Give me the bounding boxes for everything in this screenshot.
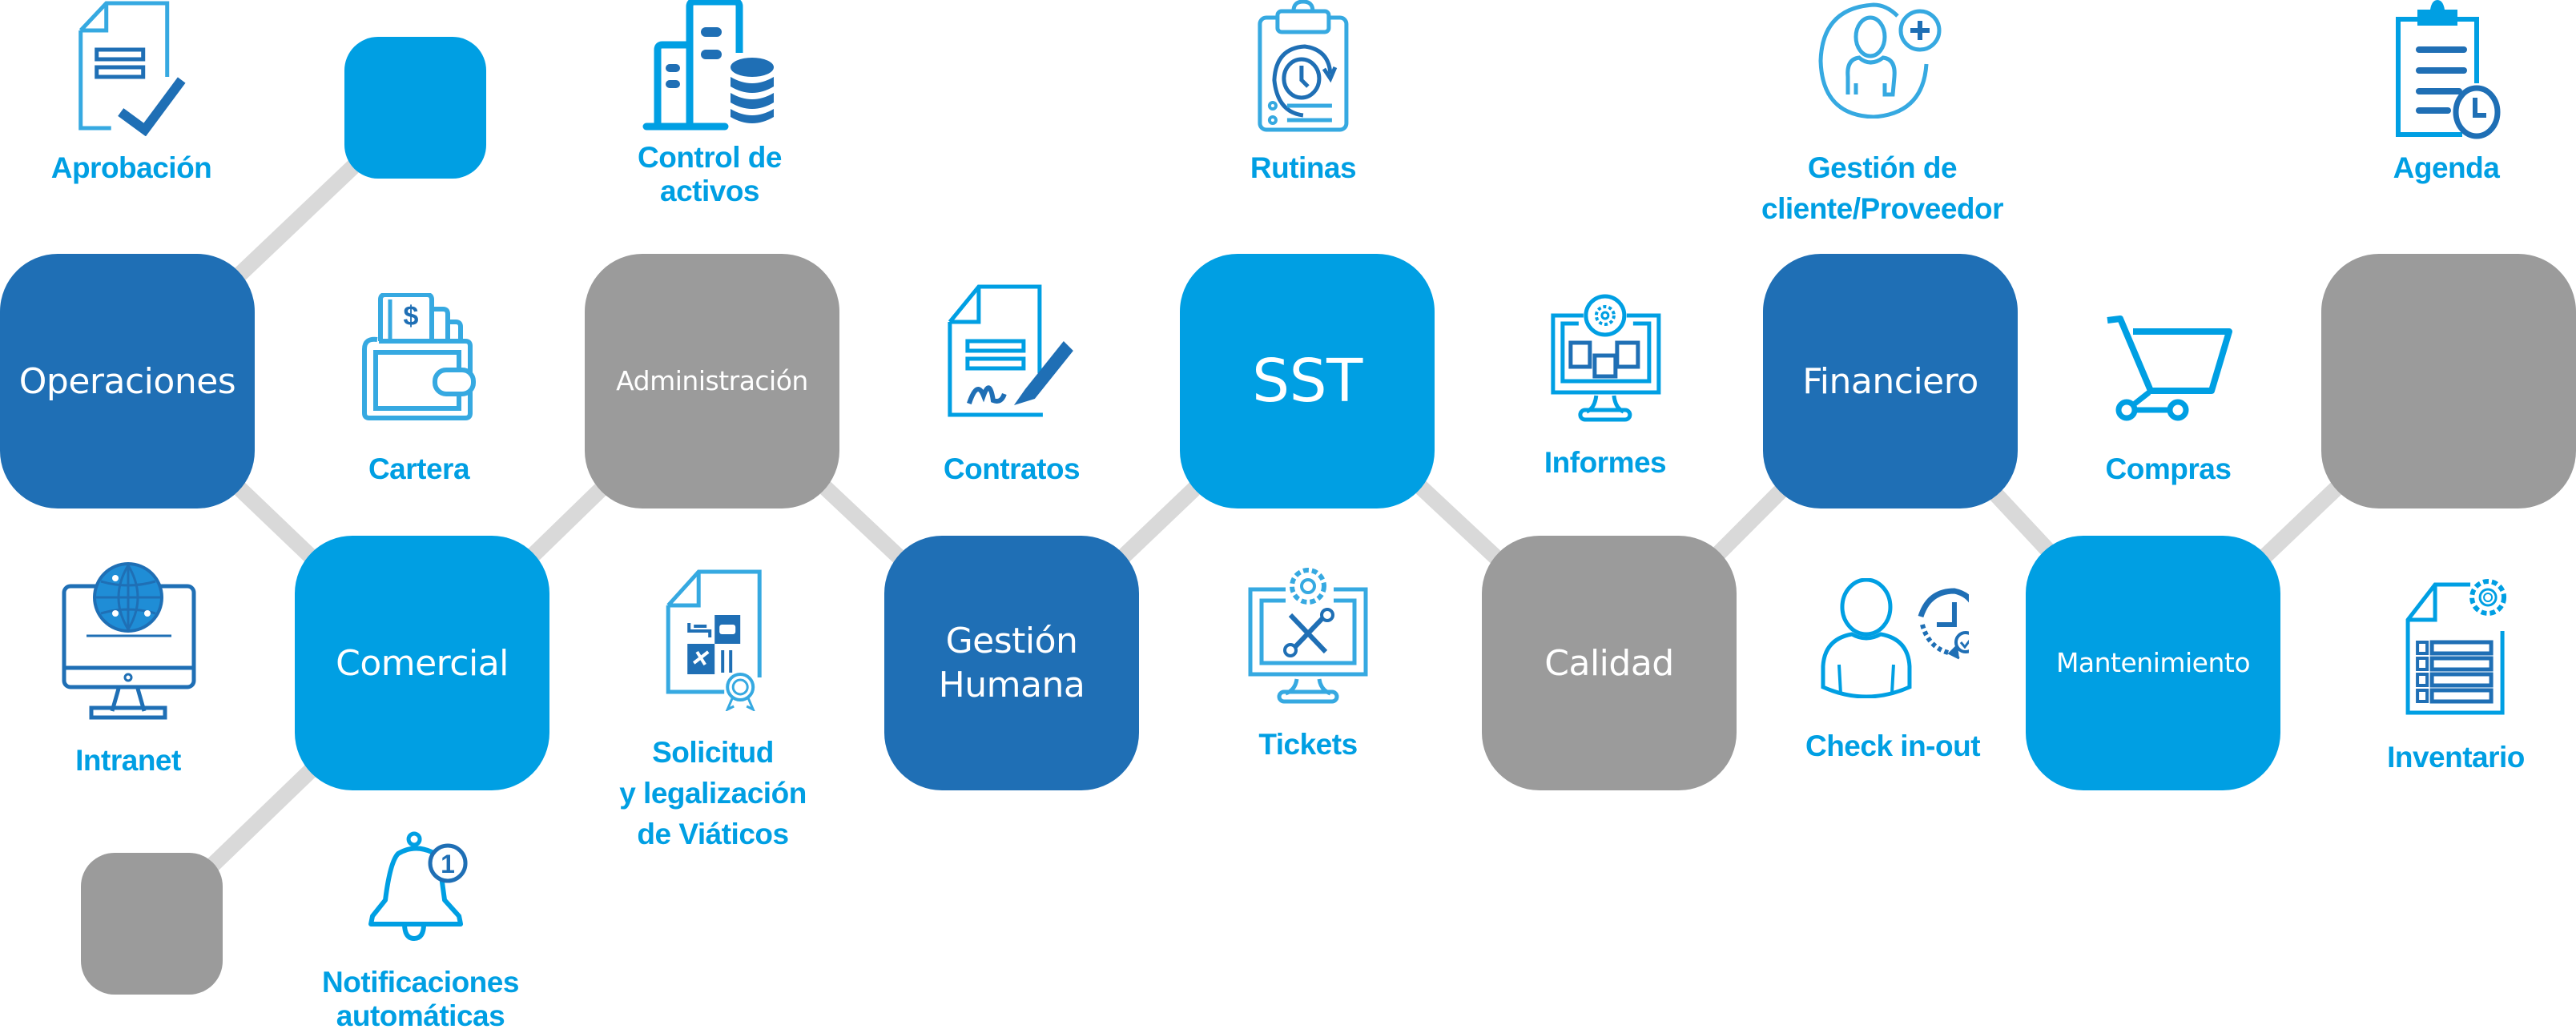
inventory-list-icon [2405,579,2506,715]
feature-label: Control de activos [638,141,782,207]
module-label: Gestión Humana [938,621,1085,705]
module-calidad[interactable]: Calidad [1482,536,1737,790]
feature-label: Cartera [368,452,470,485]
monitor-reports-icon [1551,294,1661,422]
module-sst[interactable]: SST [1180,254,1435,508]
module-label: Mantenimiento [2055,647,2251,679]
monitor-tools-icon [1248,568,1368,704]
module-label: Operaciones [18,360,236,402]
monitor-globe-icon [62,562,196,720]
buildings-database-icon [642,0,774,131]
feature-label: Solicitud y legalización de Viáticos [619,736,807,850]
feature-label: Aprobación [50,151,212,184]
module-label: SST [1252,346,1362,416]
clipboard-clock-icon [1258,0,1349,132]
feature-control-activos[interactable]: Control de activos [638,0,782,208]
feature-gestion-cliente[interactable]: Gestión de cliente/Proveedor [1761,0,2004,229]
feature-label: Check in-out [1805,730,1981,762]
feature-rutinas[interactable]: Rutinas [1250,0,1357,188]
document-check-icon [78,1,186,136]
feature-label: Compras [2105,452,2232,485]
feature-compras[interactable]: Compras [2104,316,2232,489]
notification-badge: 1 [441,850,455,878]
module-label: Calidad [1544,642,1674,684]
feature-label: Inventario [2387,741,2525,774]
clipboard-schedule-icon [2396,0,2501,139]
module-gestion-humana[interactable]: Gestión Humana [884,536,1139,790]
module-blank-gray[interactable] [2321,254,2576,508]
wallet-icon: $ [362,293,476,420]
user-clock-icon [1821,578,1969,698]
module-comercial[interactable]: Comercial [295,536,549,790]
feature-informes[interactable]: Informes [1544,291,1667,483]
module-label: Administración [616,365,808,397]
module-blank-blue-small[interactable] [344,37,486,179]
module-administracion[interactable]: Administración [585,254,839,508]
feature-tickets[interactable]: Tickets [1246,562,1371,765]
shopping-cart-icon [2107,316,2232,421]
user-add-icon [1818,2,1942,119]
feature-aprobacion[interactable]: Aprobación [51,0,212,188]
feature-label: Notificaciones automáticas [322,966,519,1032]
module-label: Financiero [1802,360,1978,402]
contract-sign-icon [948,284,1073,417]
module-mantenimiento[interactable]: Mantenimiento [2026,536,2280,790]
module-financiero[interactable]: Financiero [1763,254,2018,508]
feature-viaticos[interactable]: Solicitud y legalización de Viáticos [619,567,807,854]
feature-label: Agenda [2393,151,2500,184]
feature-label: Intranet [75,744,181,777]
module-operaciones[interactable]: Operaciones [0,254,255,508]
feature-label: Tickets [1258,728,1358,761]
feature-notificaciones[interactable]: 1 Notificaciones automáticas [322,830,519,1033]
bell-notification-icon: 1 [368,831,468,942]
feature-label: Rutinas [1250,151,1357,184]
feature-label: Contratos [943,452,1081,485]
feature-cartera[interactable]: $ Cartera [360,293,478,489]
module-label: Comercial [336,642,509,684]
feature-check-in-out[interactable]: Check in-out [1805,578,1981,766]
svg-text:$: $ [404,301,419,332]
feature-label: Gestión de cliente/Proveedor [1761,151,2004,225]
feature-label: Informes [1544,446,1667,479]
feature-agenda[interactable]: Agenda [2390,0,2502,188]
feature-inventario[interactable]: Inventario [2387,573,2525,778]
feature-intranet[interactable]: Intranet [59,559,197,781]
module-blank-gray-small[interactable] [81,853,223,995]
feature-contratos[interactable]: Contratos [943,283,1081,489]
travel-document-icon [666,569,762,711]
